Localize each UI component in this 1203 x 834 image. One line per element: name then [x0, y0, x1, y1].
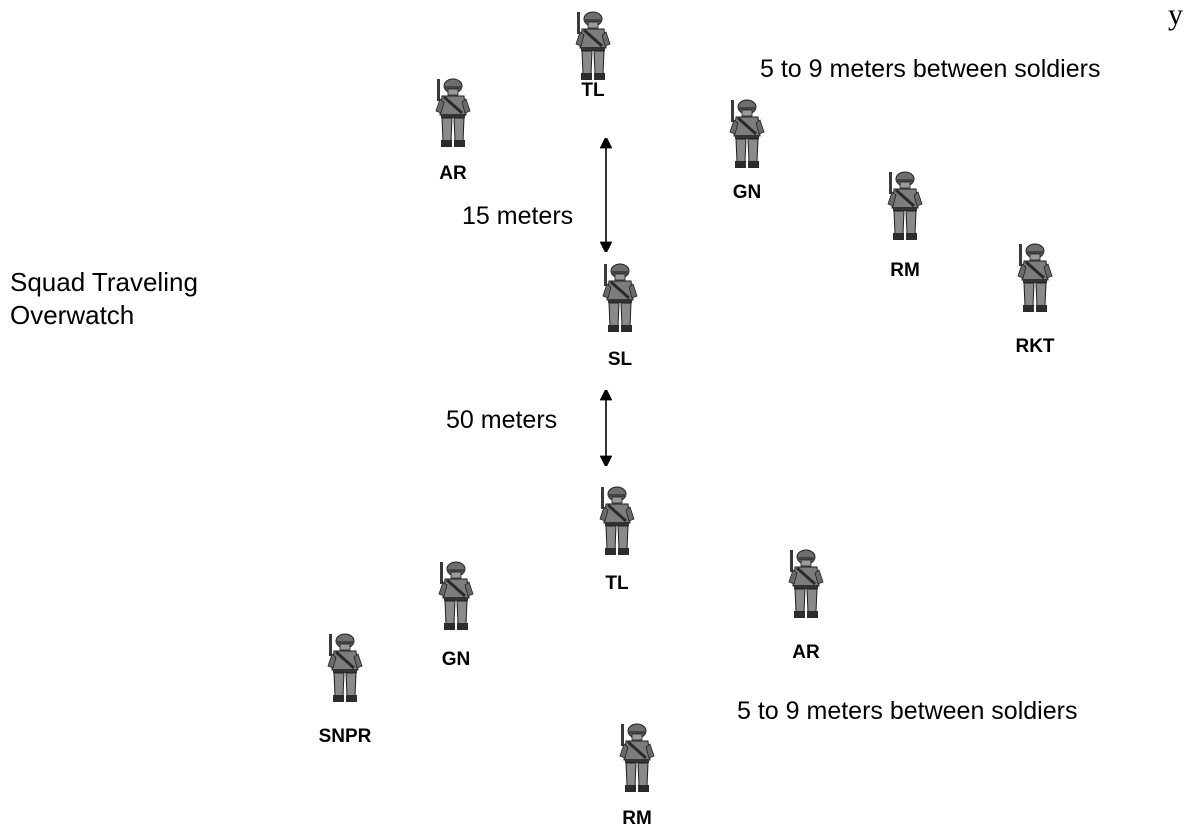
soldier-role-label: RM [890, 260, 920, 281]
soldier-figure-icon [574, 10, 612, 82]
soldier-trail-ar: AR [764, 548, 848, 663]
double-arrow-icon [600, 138, 612, 252]
soldier-role-label: GN [441, 649, 471, 670]
distance-label-50m: 50 meters [446, 406, 558, 434]
soldier-role-label: TL [581, 80, 605, 101]
double-arrow-icon [600, 390, 612, 466]
soldier-figure-icon [434, 77, 472, 149]
soldier-role-label: SNPR [318, 726, 372, 747]
soldier-role-label: AR [439, 163, 467, 184]
soldier-figure-icon [601, 262, 639, 334]
soldier-lead-rkt: RKT [993, 242, 1077, 357]
corner-text-fragment: y [1168, 0, 1183, 31]
soldier-figure-icon [1016, 242, 1054, 314]
diagram-title-line2: Overwatch [10, 300, 135, 330]
soldier-role-label: AR [792, 642, 820, 663]
top-spacing-note: 5 to 9 meters between soldiers [760, 55, 1101, 83]
distance-label-15m: 15 meters [462, 202, 574, 230]
soldier-squad-leader: SL [578, 262, 662, 370]
soldier-role-label: RM [622, 808, 652, 829]
soldier-figure-icon [787, 548, 825, 620]
soldier-figure-icon [728, 98, 766, 170]
soldier-role-label: GN [732, 182, 762, 203]
soldier-role-label: SL [607, 349, 633, 370]
soldier-figure-icon [886, 170, 924, 242]
soldier-figure-icon [437, 560, 475, 632]
soldier-lead-tl: TL [551, 10, 635, 101]
soldier-lead-gn: GN [705, 98, 789, 203]
soldier-lead-ar: AR [411, 77, 495, 184]
soldier-figure-icon [326, 632, 364, 704]
soldier-trail-tl: TL [575, 485, 659, 594]
bottom-spacing-note: 5 to 9 meters between soldiers [737, 697, 1078, 725]
soldier-role-label: RKT [1015, 336, 1055, 357]
soldier-role-label: TL [605, 573, 629, 594]
soldier-lead-rm: RM [863, 170, 947, 281]
soldier-trail-snpr: SNPR [303, 632, 387, 747]
soldier-trail-rm: RM [595, 722, 679, 829]
soldier-trail-gn: GN [414, 560, 498, 670]
diagram-title-line1: Squad Traveling [10, 267, 198, 297]
soldier-figure-icon [618, 722, 656, 794]
soldier-figure-icon [598, 485, 636, 557]
